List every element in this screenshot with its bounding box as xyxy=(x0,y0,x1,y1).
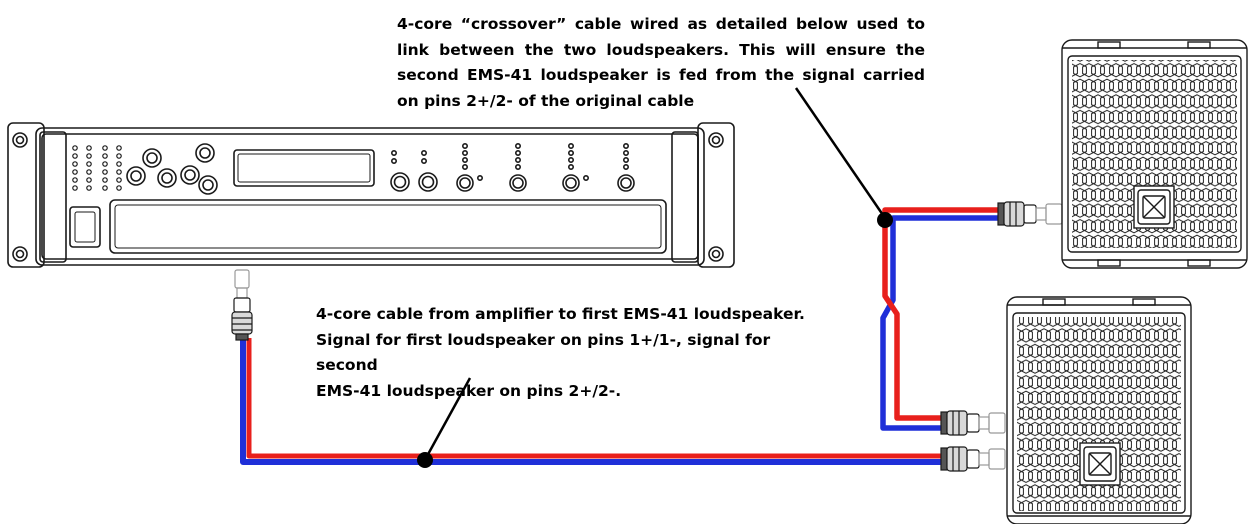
crossover-cable-callout: 4-core “crossover” cable wired as detail… xyxy=(397,12,925,114)
callout-leader-crossover xyxy=(794,87,893,228)
main-cable-callout-line: 4-core cable from amplifier to first EMS… xyxy=(316,305,805,323)
power-button xyxy=(69,206,101,248)
speaker-input-panel-icon xyxy=(1133,185,1175,229)
amplifier-rack-unit xyxy=(7,122,735,268)
speakon-connector-icon xyxy=(940,446,1006,472)
callout-dot-icon xyxy=(417,452,433,468)
loudspeaker-cabinet-lower xyxy=(1006,296,1192,524)
main-4-core-cable xyxy=(240,338,948,465)
vent-dots xyxy=(72,145,122,191)
rack-screw-icon xyxy=(12,132,724,262)
main-cable-callout-line: Signal for first loudspeaker on pins 1+/… xyxy=(316,330,771,375)
main-cable-callout-line: EMS-41 loudspeaker on pins 2+/2-. xyxy=(316,381,622,400)
control-knobs xyxy=(126,143,218,195)
callout-leader-main xyxy=(417,377,472,468)
crossover-cable-callout-text: 4-core “crossover” cable wired as detail… xyxy=(397,15,925,110)
front-buttons xyxy=(390,143,635,192)
loudspeaker-cabinet-upper xyxy=(1061,39,1248,269)
front-display xyxy=(233,149,375,187)
speakon-connector-icon xyxy=(231,269,253,341)
speakon-connector-icon xyxy=(997,201,1063,227)
crossover-cable xyxy=(880,207,1005,431)
callout-dot-icon xyxy=(877,212,893,228)
speaker-input-panel-icon xyxy=(1079,442,1121,486)
speakon-connector-icon xyxy=(940,410,1006,436)
main-cable-callout: 4-core cable from amplifier to first EMS… xyxy=(316,302,836,404)
front-grille-panel xyxy=(109,199,667,254)
